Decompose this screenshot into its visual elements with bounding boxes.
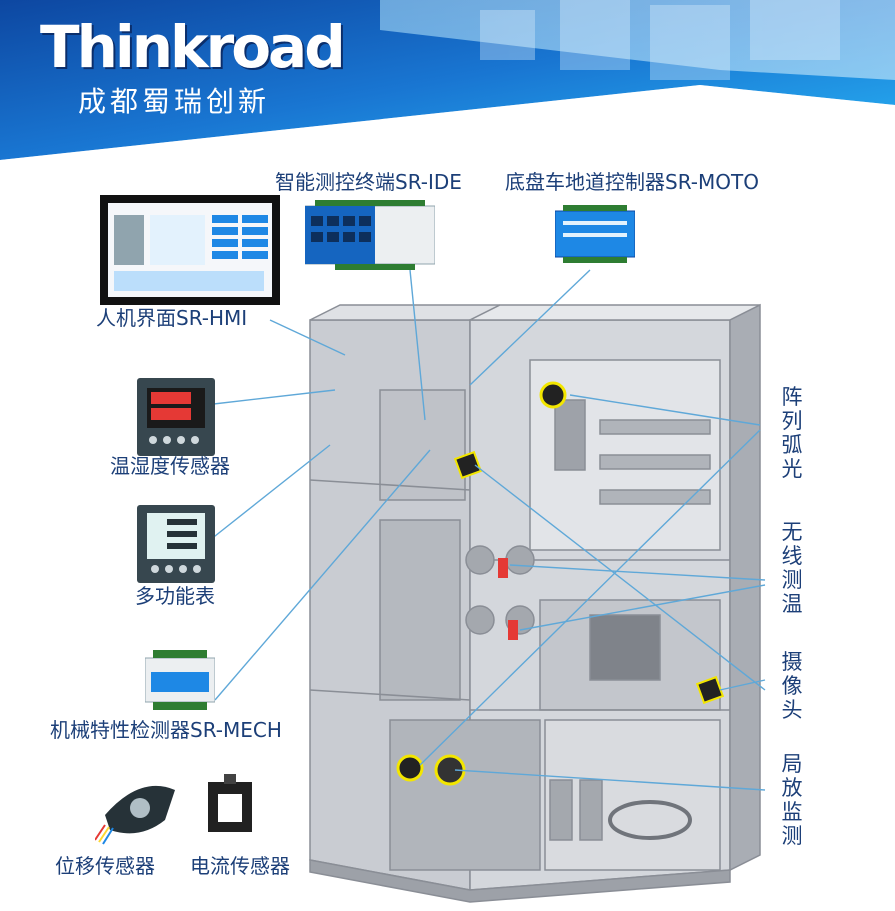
multimeter-label: 多功能表 (135, 584, 215, 608)
leader-lines (204, 269, 766, 791)
company-logo: Thinkroad (40, 13, 346, 81)
camera-marker (453, 450, 725, 705)
displacement-sensor-label: 位移传感器 (55, 854, 155, 878)
hmi-screen-image (100, 195, 280, 305)
current-sensor-label: 电流传感器 (190, 854, 290, 878)
multifunction-meter-image (137, 505, 215, 583)
switchgear-cabinet (309, 303, 761, 903)
moto-label: 底盘车地道控制器SR-MOTO (505, 170, 759, 194)
mech-label: 机械特性检测器SR-MECH (50, 718, 282, 742)
current-sensor-image (208, 774, 252, 832)
header-banner: Thinkroad 成都蜀瑞创新 (0, 0, 895, 170)
banner-background (0, 0, 895, 170)
arc-sensor-marker (396, 381, 567, 786)
temp-humidity-label: 温湿度传感器 (110, 454, 230, 478)
arc-light-label: 阵列弧光 (781, 385, 803, 481)
company-name: 成都蜀瑞创新 (78, 85, 271, 118)
moto-controller-image (555, 205, 635, 263)
camera-label: 摄像头 (781, 650, 803, 722)
mech-detector-image (145, 650, 215, 710)
ide-terminal-image (305, 200, 435, 270)
temp-humidity-sensor-image (137, 378, 215, 456)
wireless-temp-label: 无线测温 (781, 520, 803, 616)
wireless-temp-marker (498, 558, 518, 640)
hmi-label: 人机界面SR-HMI (96, 306, 248, 330)
ide-label: 智能测控终端SR-IDE (275, 170, 462, 194)
displacement-sensor-image (95, 785, 175, 845)
partial-discharge-label: 局放监测 (781, 752, 803, 848)
